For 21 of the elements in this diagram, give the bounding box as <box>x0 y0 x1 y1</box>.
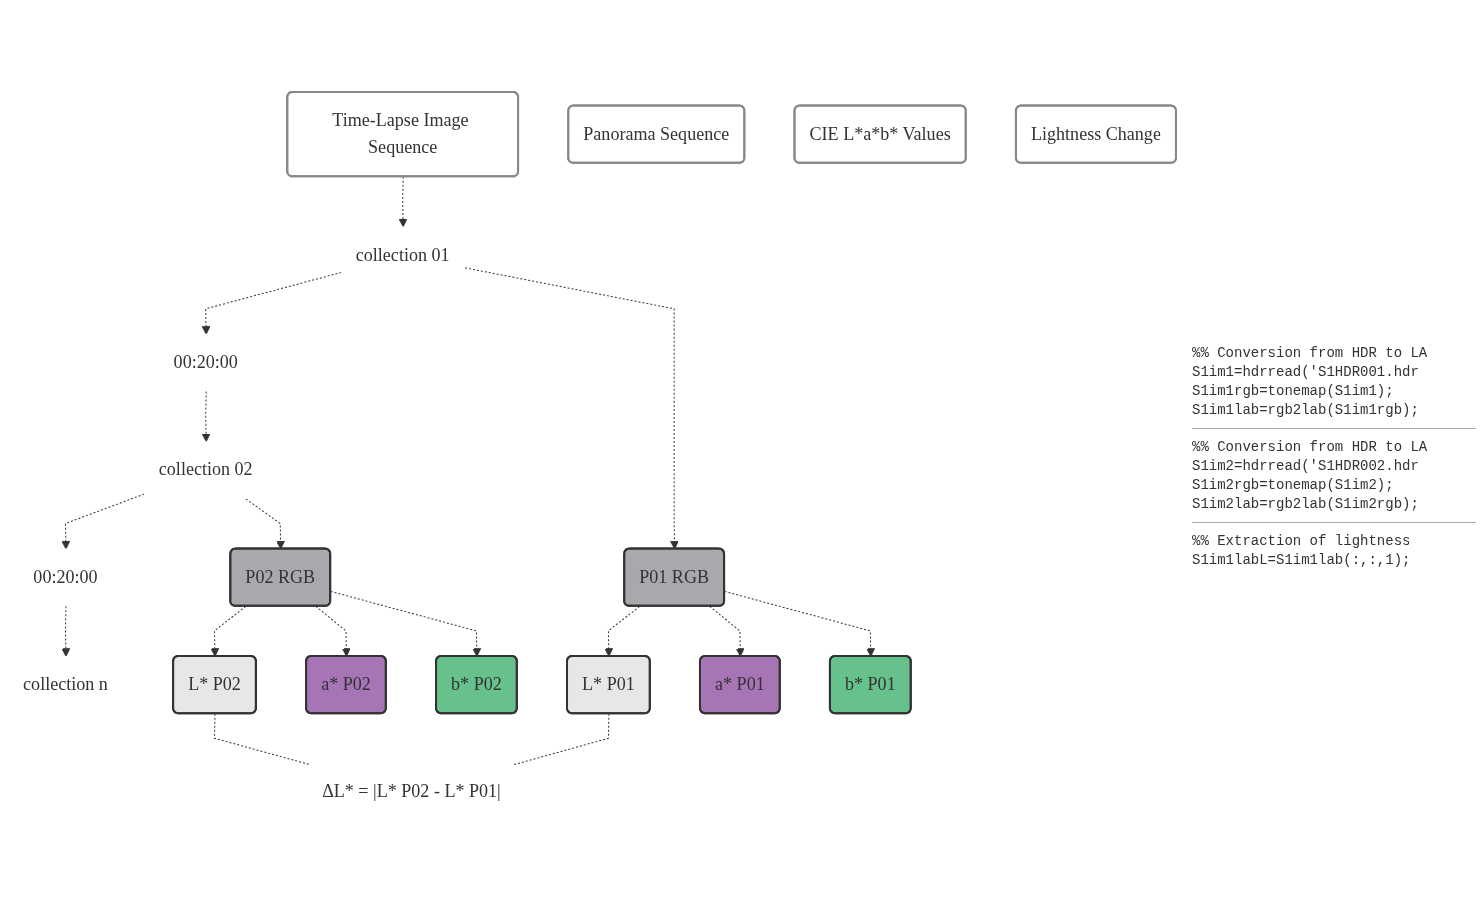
node-text: 00:20:00 <box>173 351 238 372</box>
code-line: %% Conversion from HDR to LA <box>1192 344 1429 361</box>
code-line: %% Conversion from HDR to LA <box>1192 438 1429 455</box>
node-text: 00:20:00 <box>33 566 98 587</box>
code-line: S1im1rgb=tonemap(S1im1); <box>1192 382 1395 399</box>
code-line: S1im2lab=rgb2lab(S1im2rgb); <box>1192 495 1420 512</box>
arrow <box>61 493 145 550</box>
arrow <box>61 605 71 657</box>
code-line: S1im1=hdrread('S1HDR001.hdr <box>1192 363 1420 380</box>
arrow <box>201 390 211 442</box>
connector <box>513 712 610 765</box>
code-line: %% Extraction of lightness <box>1192 532 1412 549</box>
code-line: S1im1labL=S1im1lab(:,:,1); <box>1192 551 1412 568</box>
node-text: collection 02 <box>158 459 253 480</box>
code-line: S1im2rgb=tonemap(S1im2); <box>1192 476 1395 493</box>
node-text: ΔL* = |L* P02 - L* P01| <box>322 781 501 802</box>
code-line: S1im2=hdrread('S1HDR002.hdr <box>1192 457 1420 474</box>
connector <box>214 712 311 765</box>
code-line: S1im1lab=rgb2lab(S1im1rgb); <box>1192 401 1420 418</box>
node-text: collection n <box>23 673 108 694</box>
node-text: collection 01 <box>355 244 450 265</box>
